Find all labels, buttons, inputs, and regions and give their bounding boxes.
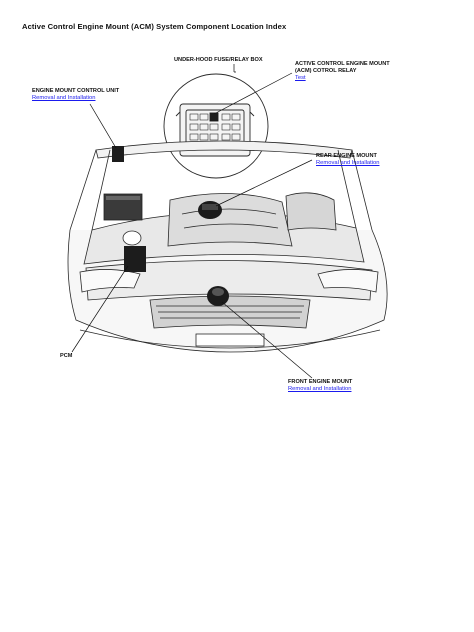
pcm-label: PCM bbox=[60, 353, 73, 359]
acm-relay-test-link[interactable]: Test bbox=[295, 75, 306, 81]
engine-mount-control-unit-label: ENGINE MOUNT CONTROL UNIT bbox=[32, 88, 120, 94]
rear-engine-mount-label: REAR ENGINE MOUNT bbox=[316, 153, 377, 159]
fuse-relay-box-inset bbox=[163, 73, 269, 179]
engine-mount-control-unit-removal-link[interactable]: Removal and Installation bbox=[32, 95, 96, 101]
component-rear-engine-mount bbox=[198, 201, 222, 219]
front-engine-mount-label: FRONT ENGINE MOUNT bbox=[288, 379, 353, 385]
page-title: Active Control Engine Mount (ACM) System… bbox=[22, 22, 287, 31]
component-pcm bbox=[124, 246, 146, 272]
callout-leader-lines bbox=[71, 64, 313, 379]
component-engine-mount-control-unit bbox=[112, 146, 124, 162]
front-engine-mount-removal-link[interactable]: Removal and Installation bbox=[288, 386, 352, 392]
vehicle-body bbox=[67, 140, 388, 353]
component-front-engine-mount bbox=[207, 286, 229, 306]
acm-relay-label-line2: (ACM) COTROL RELAY bbox=[295, 68, 357, 74]
rear-engine-mount-removal-link[interactable]: Removal and Installation bbox=[316, 160, 380, 166]
acm-relay-label-line1: ACTIVE CONTROL ENGINE MOUNT bbox=[295, 61, 390, 67]
fuse-relay-box-label: UNDER-HOOD FUSE/RELAY BOX bbox=[174, 57, 263, 63]
